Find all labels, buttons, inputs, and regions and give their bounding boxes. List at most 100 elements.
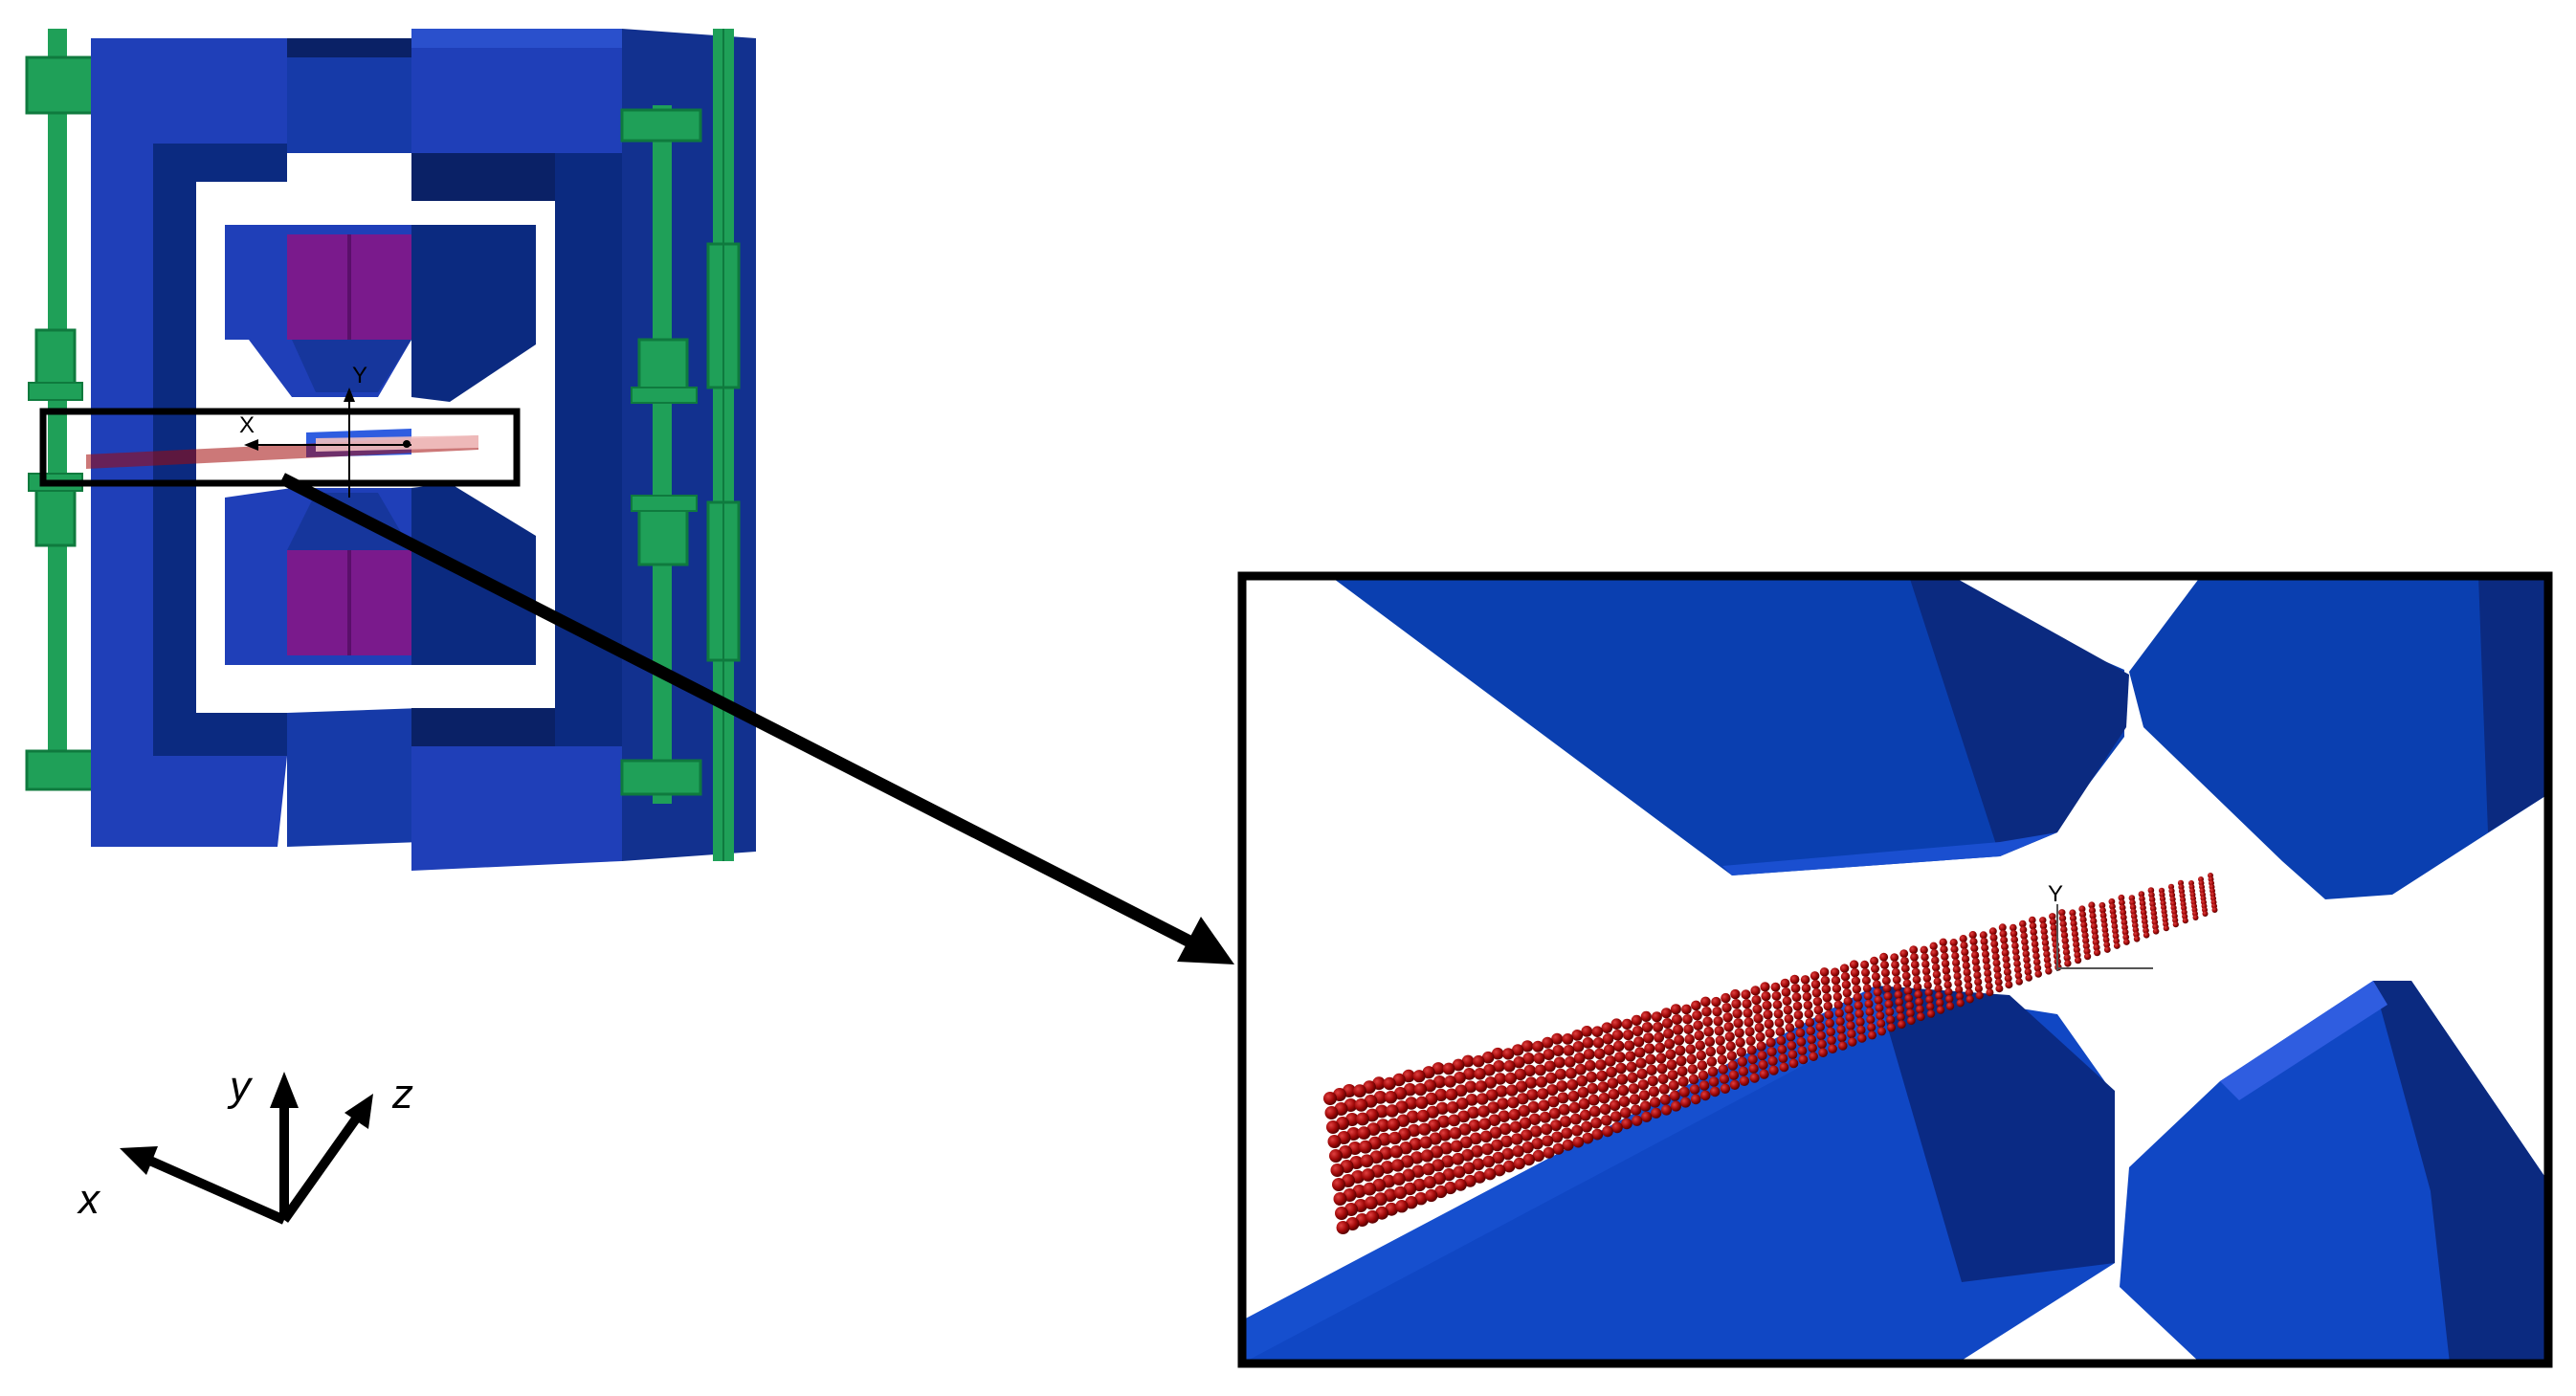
particle bbox=[1748, 1063, 1759, 1074]
particle bbox=[1774, 1018, 1785, 1028]
particle bbox=[2050, 923, 2057, 932]
particle bbox=[1502, 1048, 1515, 1060]
particle bbox=[2132, 926, 2140, 934]
particle bbox=[2089, 912, 2097, 920]
particle bbox=[1890, 953, 1899, 962]
particle bbox=[1933, 977, 1942, 986]
particle bbox=[1532, 1149, 1545, 1163]
particle bbox=[1472, 1158, 1485, 1171]
particle bbox=[1542, 1036, 1554, 1049]
particle bbox=[1994, 978, 2003, 986]
particle bbox=[1644, 1043, 1655, 1054]
particle bbox=[1960, 942, 1968, 950]
particle bbox=[1850, 968, 1860, 978]
particle bbox=[1873, 987, 1882, 997]
particle bbox=[1776, 1035, 1787, 1046]
particle bbox=[2011, 942, 2019, 950]
particle bbox=[1612, 1040, 1625, 1053]
particle bbox=[1936, 1006, 1945, 1014]
particle bbox=[1782, 996, 1792, 1007]
particle bbox=[1830, 967, 1840, 977]
particle bbox=[2150, 910, 2158, 917]
particle bbox=[1704, 1036, 1716, 1047]
particle bbox=[2084, 953, 2092, 961]
particle bbox=[1694, 1030, 1704, 1041]
particle bbox=[1747, 1054, 1758, 1065]
particle bbox=[1389, 1145, 1403, 1159]
particle bbox=[1981, 943, 1989, 952]
particle bbox=[2064, 960, 2072, 967]
particle bbox=[1877, 1027, 1886, 1036]
particle bbox=[1459, 1136, 1473, 1149]
particle bbox=[1448, 1114, 1460, 1127]
particle bbox=[1798, 1054, 1809, 1065]
particle bbox=[1810, 971, 1820, 981]
particle bbox=[1387, 1118, 1401, 1131]
particle bbox=[1435, 1101, 1449, 1115]
particle bbox=[1705, 1046, 1717, 1057]
particle bbox=[2040, 927, 2048, 936]
particle bbox=[1543, 1049, 1555, 1060]
particle bbox=[1880, 968, 1890, 978]
particle bbox=[1494, 1073, 1507, 1085]
particle bbox=[1648, 1086, 1659, 1097]
particle bbox=[1836, 1025, 1846, 1034]
particle bbox=[2094, 949, 2101, 957]
particle bbox=[1563, 1045, 1575, 1056]
coordinate-triad-icon: x y z bbox=[77, 1063, 413, 1225]
particle bbox=[2071, 925, 2078, 933]
particle bbox=[1795, 1028, 1806, 1038]
particle bbox=[1592, 1037, 1605, 1049]
particle bbox=[1425, 1092, 1438, 1105]
particle bbox=[1477, 1105, 1490, 1118]
particle bbox=[2049, 919, 2057, 926]
particle bbox=[1750, 986, 1761, 996]
particle bbox=[2073, 946, 2080, 954]
particle bbox=[1487, 1101, 1499, 1114]
particle bbox=[1646, 1064, 1657, 1075]
particle bbox=[2043, 950, 2051, 958]
particle bbox=[2112, 927, 2119, 935]
particle bbox=[1495, 1085, 1508, 1097]
particle bbox=[2080, 926, 2088, 934]
particle bbox=[2121, 928, 2129, 936]
particle bbox=[2111, 922, 2119, 930]
right-support-rods bbox=[620, 29, 741, 861]
particle bbox=[1692, 1010, 1702, 1021]
particle bbox=[1670, 1004, 1681, 1015]
particle bbox=[1453, 1165, 1466, 1179]
particle bbox=[1867, 1023, 1876, 1032]
particle bbox=[2130, 908, 2137, 916]
particle bbox=[1434, 1088, 1448, 1101]
particle bbox=[2103, 942, 2111, 948]
particle bbox=[2141, 914, 2148, 920]
particle bbox=[1708, 1076, 1720, 1087]
particle bbox=[1838, 1041, 1848, 1051]
particle bbox=[2128, 895, 2136, 901]
particle bbox=[1546, 1084, 1559, 1097]
particle bbox=[1638, 1090, 1650, 1101]
particle bbox=[1814, 1013, 1825, 1024]
particle bbox=[1680, 1097, 1691, 1108]
particle bbox=[2032, 952, 2040, 960]
particle bbox=[1452, 1058, 1465, 1072]
particle bbox=[2020, 932, 2028, 940]
particle bbox=[1984, 969, 1992, 978]
particle bbox=[1883, 991, 1893, 1001]
particle bbox=[2093, 943, 2100, 951]
particle bbox=[2034, 970, 2042, 978]
particle bbox=[2014, 972, 2023, 980]
particle bbox=[1696, 1050, 1707, 1061]
particle bbox=[2062, 942, 2070, 950]
particle bbox=[1388, 1131, 1402, 1145]
particle bbox=[1471, 1144, 1484, 1158]
particle bbox=[2051, 929, 2058, 938]
particle bbox=[1539, 1111, 1551, 1123]
particle bbox=[1438, 1128, 1452, 1141]
particle bbox=[1689, 1084, 1700, 1095]
particle bbox=[1986, 988, 1994, 997]
particle bbox=[1924, 988, 1933, 997]
particle bbox=[1625, 1051, 1636, 1062]
particle bbox=[1502, 1160, 1516, 1173]
particle bbox=[1588, 1105, 1601, 1118]
